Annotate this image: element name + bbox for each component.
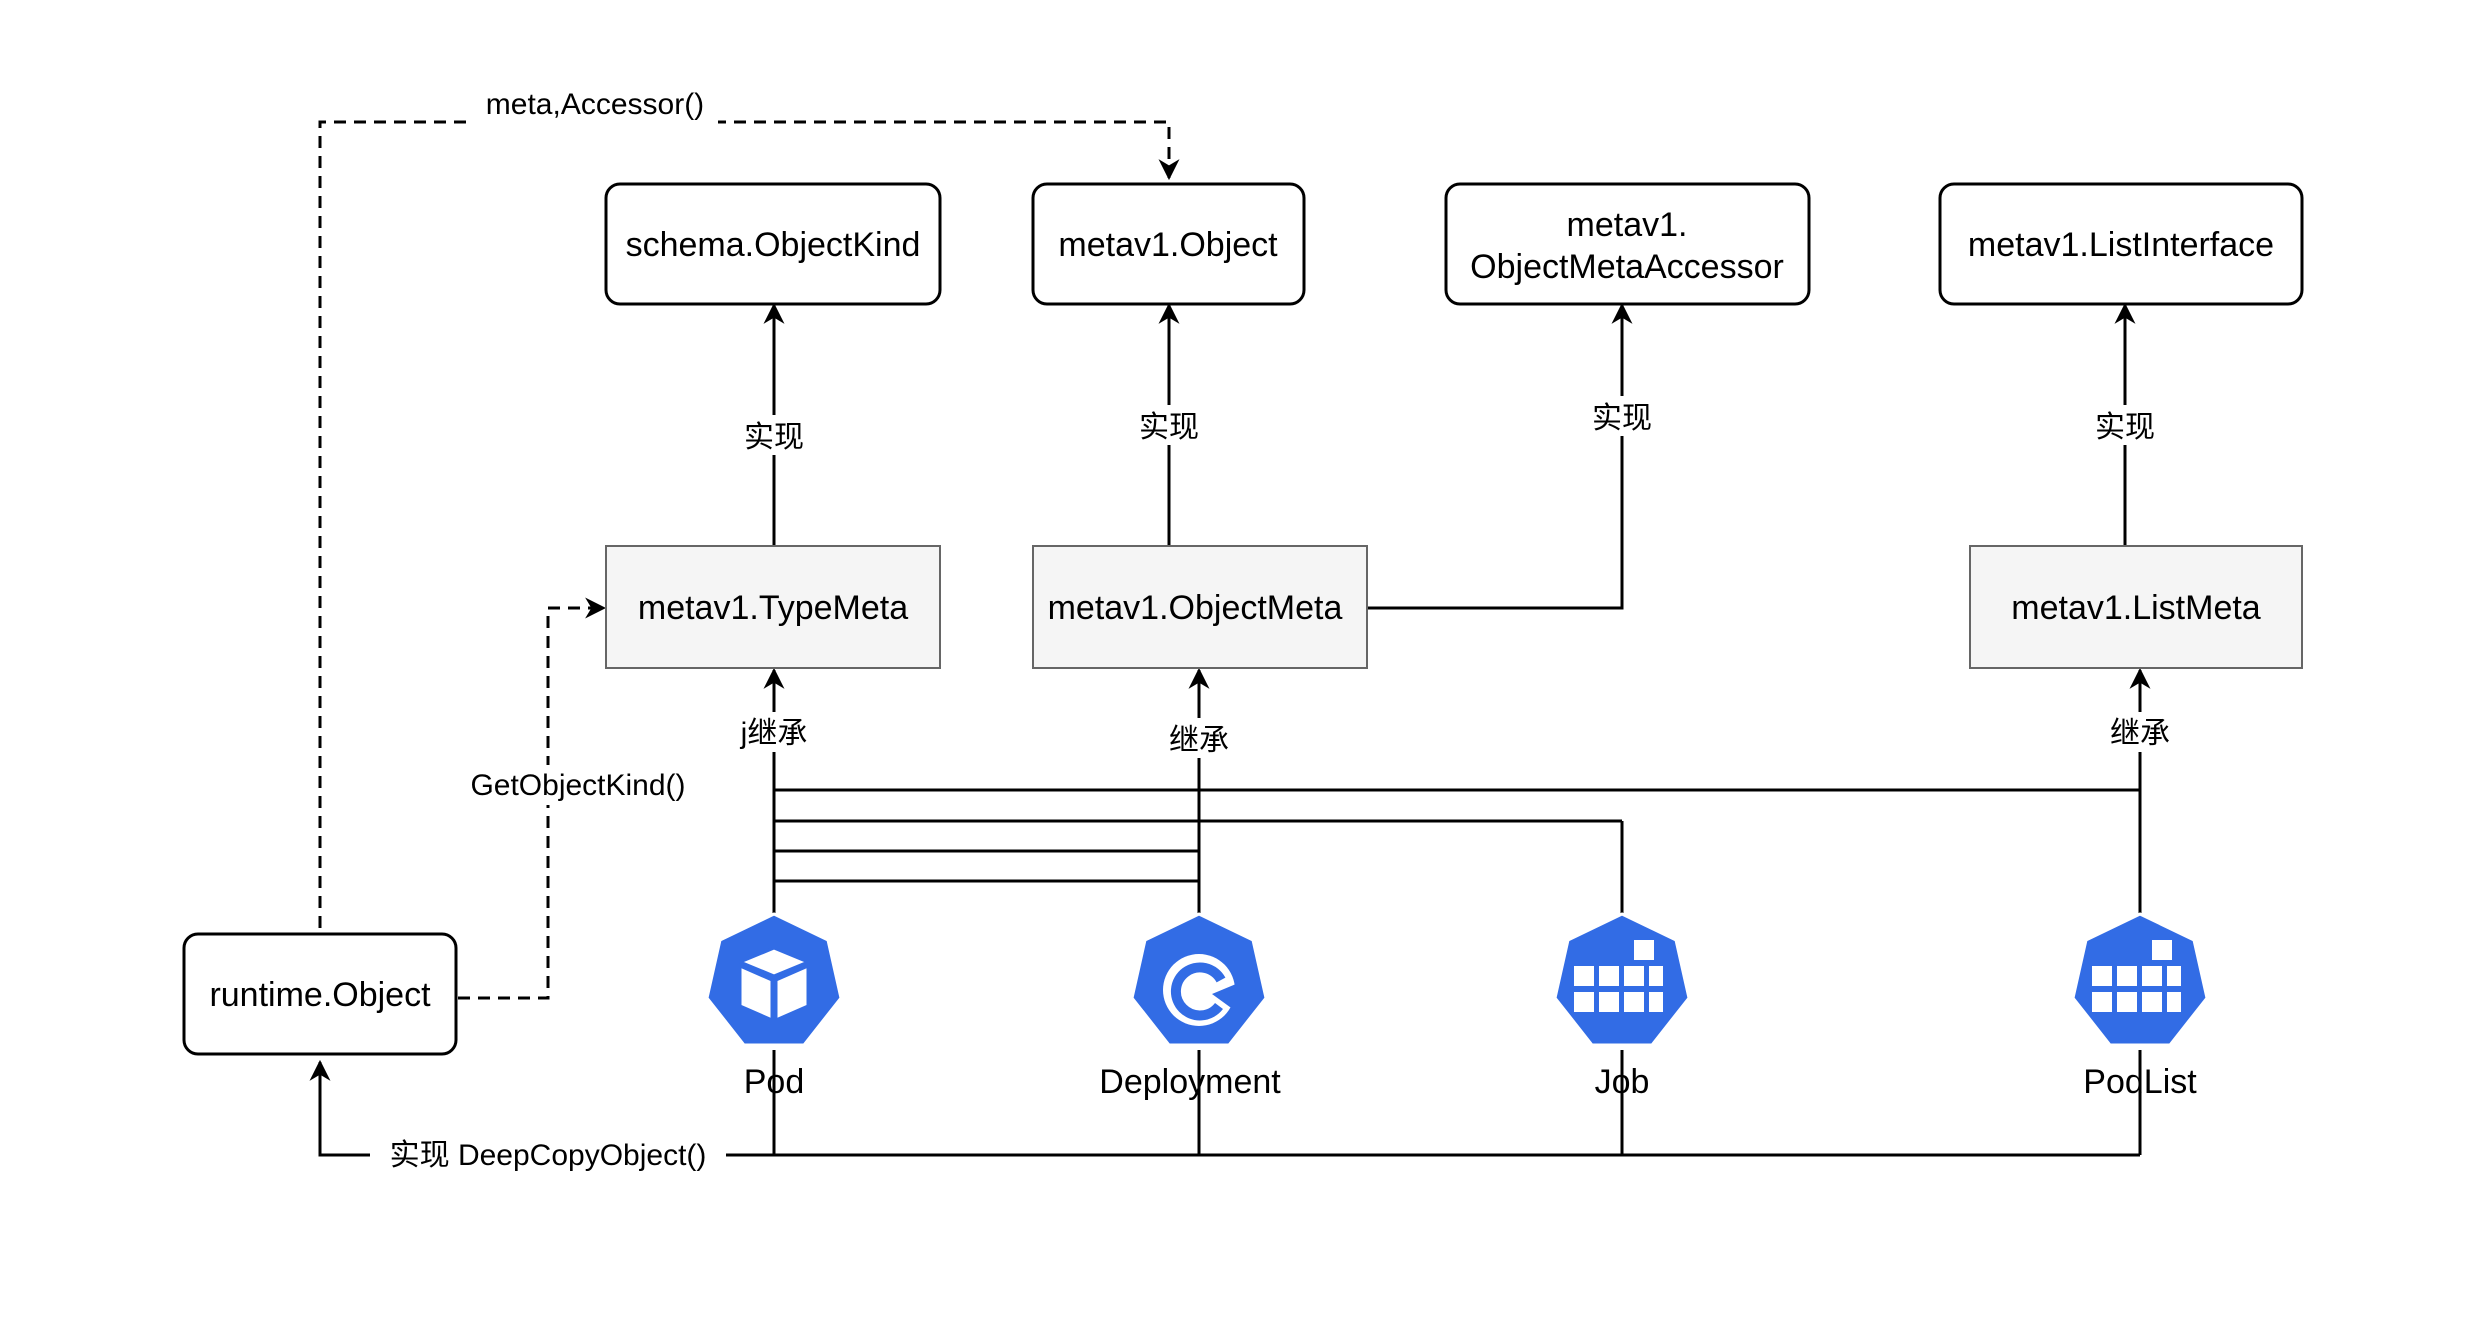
job-resource[interactable]: Job <box>1553 912 1691 1101</box>
label-inherits-listmeta: 继承 <box>2110 717 2170 750</box>
deployment-resource[interactable]: Deployment <box>1099 912 1281 1101</box>
edge-labels: 实现 实现 实现 实现 j继承 继承 继承 meta,Accessor() Ge… <box>370 88 2174 1176</box>
svg-text:schema.ObjectKind: schema.ObjectKind <box>626 226 921 264</box>
interface-object-kind[interactable]: schema.ObjectKind <box>604 182 942 306</box>
svg-text:metav1.ObjectMeta: metav1.ObjectMeta <box>1048 589 1343 627</box>
interface-object-meta-accessor[interactable]: metav1. ObjectMetaAccessor <box>1444 182 1811 306</box>
label-inherits-objectmeta: 继承 <box>1169 724 1229 757</box>
podlist-heptagon <box>2071 912 2209 1047</box>
edge-deepcopy <box>309 1059 2140 1157</box>
svg-text:metav1.: metav1. <box>1567 206 1688 244</box>
pod-label: Pod <box>744 1063 805 1101</box>
pod-heptagon <box>705 912 843 1047</box>
label-meta-accessor: meta,Accessor() <box>486 88 704 121</box>
label-implements-accessor: 实现 <box>1592 402 1652 435</box>
podlist-resource[interactable]: PodList <box>2071 912 2209 1101</box>
svg-text:metav1.ListMeta: metav1.ListMeta <box>2011 589 2261 627</box>
type-meta-box[interactable]: metav1.TypeMeta <box>605 545 941 669</box>
cube-icon <box>738 946 810 1022</box>
list-meta-box[interactable]: metav1.ListMeta <box>1969 545 2303 669</box>
label-deep-copy: 实现 DeepCopyObject() <box>390 1139 707 1172</box>
edge-objectmeta-accessor <box>1367 302 1633 610</box>
svg-text:metav1.ListInterface: metav1.ListInterface <box>1968 226 2274 264</box>
svg-text:metav1.Object: metav1.Object <box>1058 226 1278 264</box>
deployment-label: Deployment <box>1099 1063 1281 1101</box>
grid-icon <box>2092 940 2181 1012</box>
object-meta-box[interactable]: metav1.ObjectMeta <box>1032 545 1368 669</box>
interface-list-interface[interactable]: metav1.ListInterface <box>1938 182 2304 306</box>
label-inherits-typemeta: j继承 <box>740 717 808 750</box>
pod-resource[interactable]: Pod <box>705 912 843 1101</box>
svg-text:ObjectMetaAccessor: ObjectMetaAccessor <box>1470 248 1784 286</box>
edge-meta-accessor <box>318 120 1180 928</box>
interface-object[interactable]: metav1.Object <box>1031 182 1306 306</box>
label-implements-objectkind: 实现 <box>744 421 804 454</box>
label-get-object-kind: GetObjectKind() <box>470 769 685 802</box>
label-implements-listinterface: 实现 <box>2095 411 2155 444</box>
job-heptagon <box>1553 912 1691 1047</box>
svg-text:metav1.TypeMeta: metav1.TypeMeta <box>638 589 908 627</box>
runtime-object-box[interactable]: runtime.Object <box>182 932 458 1056</box>
label-implements-object: 实现 <box>1139 411 1199 444</box>
refresh-icon <box>1163 954 1236 1026</box>
edges <box>309 120 2151 1157</box>
grid-icon <box>1574 940 1663 1012</box>
job-label: Job <box>1595 1063 1650 1101</box>
podlist-label: PodList <box>2083 1063 2197 1101</box>
svg-text:runtime.Object: runtime.Object <box>209 976 431 1014</box>
